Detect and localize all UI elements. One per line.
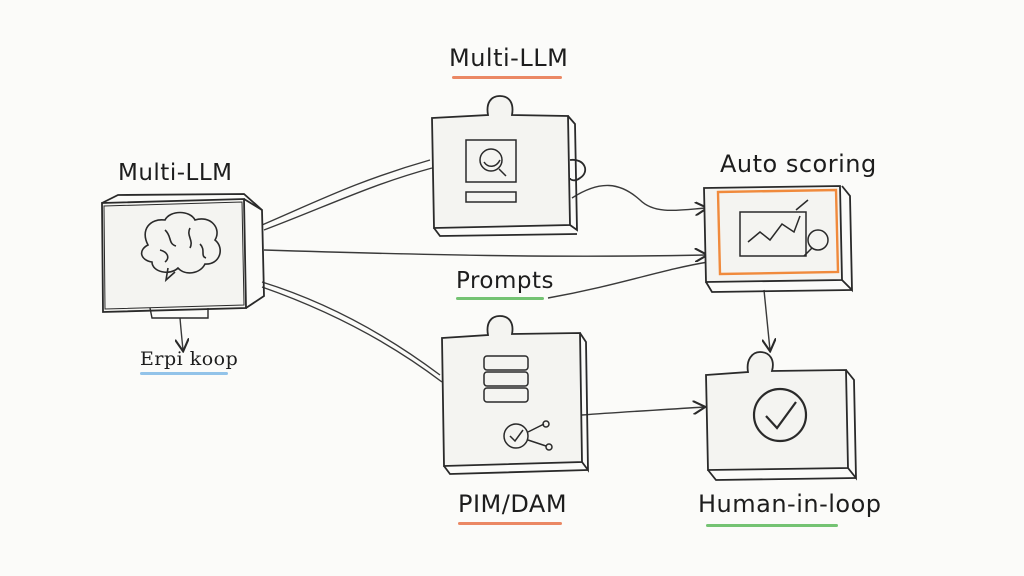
node-label-scoring: Auto scoring	[720, 150, 877, 178]
checkmark-circle-icon	[752, 387, 808, 443]
node-human[interactable]	[705, 351, 857, 481]
document-inspect-icon	[465, 139, 517, 203]
edge-llm-to-pim	[261, 281, 441, 376]
connectors	[180, 159, 770, 416]
database-check-icon	[483, 355, 553, 451]
brain-icon	[140, 211, 221, 283]
underline-top	[452, 76, 562, 79]
edge-llm-to-top	[261, 159, 431, 226]
edge-llm-to-pim-2	[261, 286, 443, 383]
underline-scribble	[140, 372, 228, 375]
chart-magnifier-icon	[739, 199, 829, 257]
edge-label-prompts: Prompts	[456, 268, 554, 294]
edge-label-scribble: Erpi koop	[140, 348, 239, 370]
node-label-human: Human-in-loop	[698, 490, 882, 518]
edge-llm-to-scoring	[263, 250, 706, 256]
node-label-llm: Multi-LLM	[118, 160, 233, 186]
edge-pim-to-human	[581, 407, 704, 416]
underline-prompts	[456, 297, 544, 300]
edge-llm-to-top-2	[263, 167, 433, 231]
edge-top-to-scoring	[571, 184, 706, 210]
node-label-pim: PIM/DAM	[458, 490, 568, 518]
underline-pim	[458, 522, 562, 525]
node-pim[interactable]	[441, 315, 589, 475]
node-label-top: Multi-LLM	[449, 44, 569, 72]
node-llm[interactable]	[101, 193, 265, 319]
edge-llm-down	[180, 317, 183, 350]
node-scoring[interactable]	[703, 185, 853, 293]
edge-scoring-to-human	[764, 289, 770, 350]
node-top[interactable]	[431, 95, 587, 237]
edge-pim-to-scoring	[547, 261, 709, 299]
underline-human	[706, 524, 838, 527]
